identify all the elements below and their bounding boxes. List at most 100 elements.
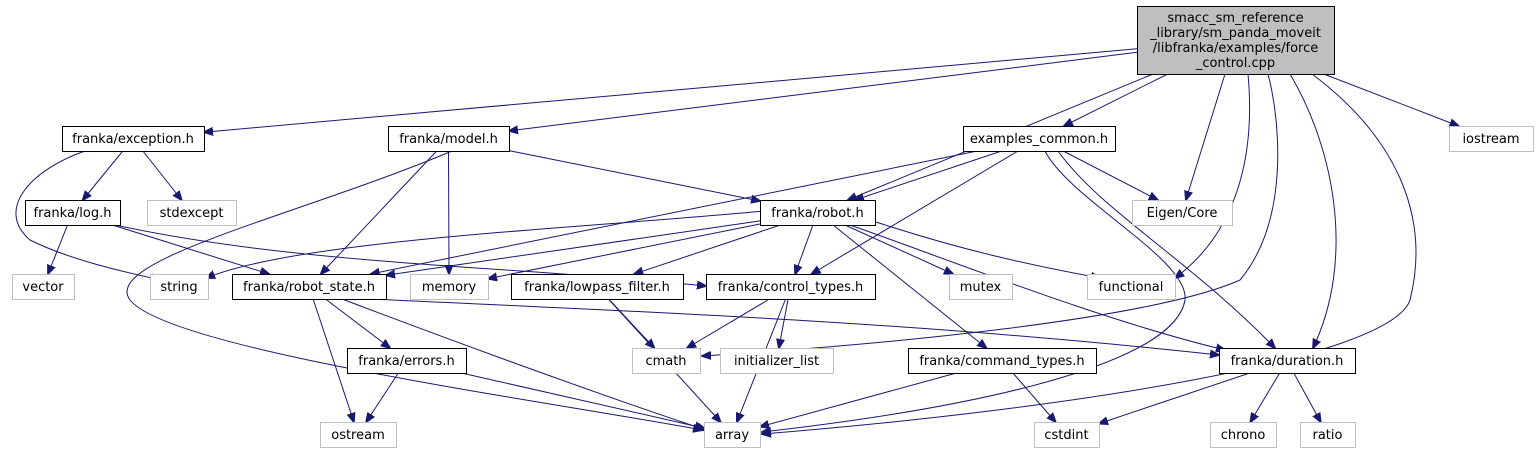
edge-robot-to-command_types <box>832 224 986 348</box>
node-ratio: ratio <box>1300 422 1356 448</box>
node-robot-box <box>760 200 876 226</box>
edge-robot-to-mutex <box>844 224 953 274</box>
edge-root-to-eigen_core <box>1186 73 1226 200</box>
edge-exception-to-stdexcept <box>142 150 182 200</box>
node-model-box <box>388 126 510 152</box>
edge-duration-to-chrono <box>1250 372 1281 422</box>
edge-log-to-robot_state <box>112 224 269 274</box>
edge-root-to-cmath <box>702 73 1279 356</box>
node-functional-box <box>1087 274 1176 300</box>
node-string: string <box>150 274 209 300</box>
node-command-types[interactable]: franka/command_types.h <box>908 348 1097 374</box>
edge-robot-to-functional <box>869 219 1100 278</box>
node-log-label: franka/log.h <box>34 206 112 221</box>
node-cmath-label: cmath <box>645 354 686 369</box>
edge-examples_common-to-robot_state <box>371 150 978 274</box>
node-model[interactable]: franka/model.h <box>388 126 510 152</box>
edge-robot-to-robot_state <box>386 220 761 275</box>
node-chrono-box <box>1210 422 1277 448</box>
node-duration[interactable]: franka/duration.h <box>1219 348 1356 374</box>
edge-errors-to-ostream <box>366 372 399 422</box>
node-ostream-box <box>320 422 397 448</box>
node-command-types-label: franka/command_types.h <box>919 354 1084 369</box>
node-robot-state-box <box>232 274 387 300</box>
node-root-force-control-cpp-label-line-4: _control.cpp <box>1195 56 1275 71</box>
node-errors-label: franka/errors.h <box>358 354 454 369</box>
edge-command_types-to-cstdint <box>1012 372 1056 422</box>
node-array: array <box>704 422 761 448</box>
edge-model-to-array <box>126 150 702 430</box>
edge-duration-to-cstdint <box>1099 372 1250 424</box>
node-functional: functional <box>1087 274 1176 300</box>
edge-model-to-robot_state <box>321 150 438 274</box>
edge-examples_common-to-duration <box>1057 150 1275 348</box>
node-robot-state[interactable]: franka/robot_state.h <box>232 274 387 300</box>
node-vector: vector <box>12 274 75 300</box>
edge-examples_common-to-control_types <box>812 150 1019 274</box>
node-string-box <box>150 274 209 300</box>
node-memory-label: memory <box>422 280 477 295</box>
node-ostream-label: ostream <box>331 428 385 443</box>
node-cmath-box <box>632 348 701 374</box>
node-mutex-box <box>949 274 1013 300</box>
node-examples-common[interactable]: examples_common.h <box>963 126 1116 152</box>
node-log[interactable]: franka/log.h <box>25 200 121 226</box>
edge-model-to-robot <box>508 150 760 201</box>
node-examples-common-label: examples_common.h <box>970 132 1108 147</box>
edge-root-to-array <box>762 73 1417 434</box>
node-exception[interactable]: franka/exception.h <box>62 126 205 152</box>
node-control-types-label: franka/control_types.h <box>718 280 864 295</box>
edge-duration-to-ratio <box>1293 372 1321 422</box>
edge-root-to-exception <box>204 48 1138 132</box>
edge-control_types-to-cmath <box>687 298 770 348</box>
edge-robot-to-control_types <box>795 224 814 274</box>
node-memory: memory <box>410 274 489 300</box>
node-cstdint-label: cstdint <box>1044 428 1088 443</box>
node-examples-common-box <box>963 126 1116 152</box>
node-exception-label: franka/exception.h <box>72 132 194 147</box>
node-initializer-list-box <box>720 348 834 374</box>
node-array-box <box>704 422 761 448</box>
node-model-label: franka/model.h <box>399 132 498 147</box>
node-iostream-label: iostream <box>1462 132 1519 147</box>
node-cmath: cmath <box>632 348 701 374</box>
edge-exception-to-log <box>83 150 124 200</box>
node-chrono: chrono <box>1210 422 1277 448</box>
node-vector-box <box>12 274 75 300</box>
edge-robot_state-to-ostream <box>312 298 354 422</box>
edge-examples_common-to-robot <box>855 150 1002 200</box>
node-ratio-box <box>1300 422 1356 448</box>
node-cstdint: cstdint <box>1034 422 1100 448</box>
node-command-types-box <box>908 348 1097 374</box>
edge-robot-to-memory <box>488 223 761 279</box>
node-lowpass-filter[interactable]: franka/lowpass_filter.h <box>511 274 684 300</box>
node-iostream-box <box>1449 126 1534 152</box>
node-root-force-control-cpp-label-line-1: smacc_sm_reference <box>1167 11 1303 26</box>
node-iostream: iostream <box>1449 126 1534 152</box>
node-control-types-box <box>706 274 876 300</box>
node-stdexcept-label: stdexcept <box>160 206 224 221</box>
node-layer: smacc_sm_reference_library/sm_panda_move… <box>12 6 1534 448</box>
node-robot-label: franka/robot.h <box>771 206 863 221</box>
node-initializer-list: initializer_list <box>720 348 834 374</box>
node-functional-label: functional <box>1099 280 1164 295</box>
node-control-types[interactable]: franka/control_types.h <box>706 274 876 300</box>
node-robot[interactable]: franka/robot.h <box>760 200 876 226</box>
edge-examples_common-to-eigen_core <box>1062 150 1158 200</box>
node-root-force-control-cpp-label-line-2: _library/sm_panda_moveit <box>1149 26 1321 41</box>
node-vector-label: vector <box>22 280 64 295</box>
edge-exception-to-string <box>15 150 160 280</box>
node-initializer-list-label: initializer_list <box>734 354 819 369</box>
node-ostream: ostream <box>320 422 397 448</box>
edge-robot-to-lowpass_filter <box>634 224 781 274</box>
edge-root-to-examples_common <box>1064 73 1168 126</box>
node-errors[interactable]: franka/errors.h <box>347 348 467 374</box>
node-memory-box <box>410 274 489 300</box>
edge-robot-to-duration <box>849 224 1225 350</box>
node-eigen-core-box <box>1132 200 1233 226</box>
edge-examples_common-to-array <box>762 150 1186 432</box>
node-array-label: array <box>715 428 749 443</box>
node-eigen-core-label: Eigen/Core <box>1147 206 1218 221</box>
node-mutex-label: mutex <box>960 280 1002 295</box>
